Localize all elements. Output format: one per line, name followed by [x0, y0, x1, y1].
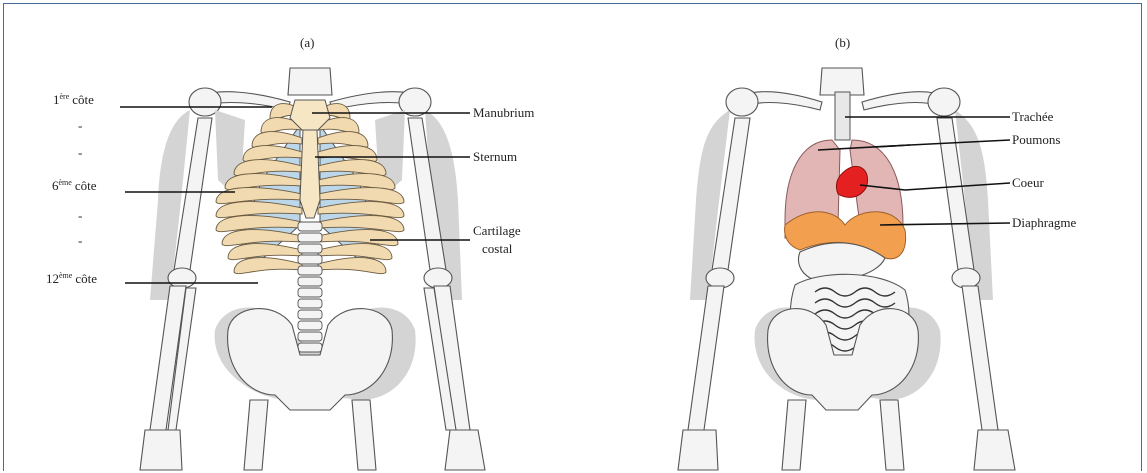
label-poumons: Poumons: [1012, 132, 1060, 147]
label-trachee: Trachée: [1012, 109, 1054, 124]
panel-a-caption: (a): [300, 35, 314, 50]
femur-left-b: [782, 400, 806, 470]
shoulder-left-b: [726, 88, 758, 116]
femur-right-a: [352, 400, 376, 470]
sternum: [300, 130, 320, 218]
vertebra: [298, 233, 322, 242]
panel-a: (a): [46, 35, 534, 470]
vertebra: [298, 299, 322, 308]
neck-b: [820, 68, 864, 95]
panel-b: (b): [678, 35, 1076, 470]
vertebra: [298, 332, 322, 341]
hand-right-b: [974, 430, 1015, 470]
forearm-right-b: [962, 286, 998, 430]
ellipsis-dot: -: [78, 118, 82, 133]
vertebra: [298, 244, 322, 253]
neck-a: [288, 68, 332, 95]
hand-right-a: [445, 430, 485, 470]
hand-left-b: [678, 430, 718, 470]
elbow-left-a: [168, 268, 196, 288]
forearm-left-b: [688, 286, 724, 430]
ellipsis-dot: -: [78, 208, 82, 223]
rib-r-12: [318, 258, 386, 274]
elbow-right-a: [424, 268, 452, 288]
vertebra: [298, 266, 322, 275]
vertebra: [298, 321, 322, 330]
vertebra: [298, 343, 322, 352]
ellipsis-dot: -: [78, 145, 82, 160]
rib-l-12: [234, 258, 302, 274]
trachea: [835, 92, 850, 140]
label-sternum: Sternum: [473, 149, 517, 164]
vertebra: [298, 277, 322, 286]
hand-left-a: [140, 430, 182, 470]
label-cartilage-line2: costal: [482, 241, 513, 256]
femur-right-b: [880, 400, 904, 470]
spine-a: [298, 222, 322, 352]
panel-b-caption: (b): [835, 35, 850, 50]
elbow-right-b: [952, 268, 980, 288]
shoulder-right-b: [928, 88, 960, 116]
femur-left-a: [244, 400, 268, 470]
label-coeur: Coeur: [1012, 175, 1044, 190]
vertebra: [298, 288, 322, 297]
label-manubrium: Manubrium: [473, 105, 534, 120]
label-cartilage-line1: Cartilage: [473, 223, 521, 238]
vertebra: [298, 255, 322, 264]
vertebra: [298, 310, 322, 319]
vertebra: [298, 222, 322, 231]
ellipsis-dot: -: [78, 233, 82, 248]
label-diaphragme: Diaphragme: [1012, 215, 1076, 230]
elbow-left-b: [706, 268, 734, 288]
